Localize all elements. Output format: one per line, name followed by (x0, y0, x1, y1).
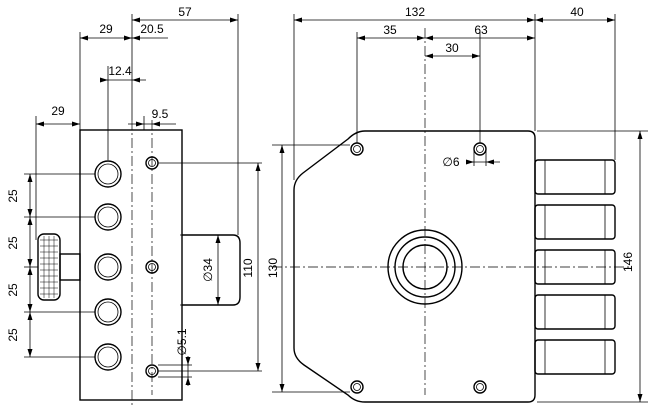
dim-25-c: 25 (6, 283, 20, 297)
dim-57: 57 (178, 5, 192, 19)
mounting-holes (350, 142, 487, 394)
cylinder-housing (182, 234, 241, 306)
dim-dia-6: ∅6 (442, 155, 459, 169)
dim-146: 146 (621, 252, 635, 272)
front-dimension-lines (279, 17, 643, 402)
dim-132: 132 (405, 5, 425, 19)
knurled-knob (37, 233, 81, 301)
side-dimension-lines (27, 17, 261, 386)
dim-25-d: 25 (6, 328, 20, 342)
screw-holes (145, 156, 159, 378)
dim-20-5: 20.5 (140, 22, 164, 36)
lock-case (293, 130, 536, 403)
lock-bolts (534, 159, 616, 375)
dim-110: 110 (241, 258, 255, 277)
cylinder-holes (94, 160, 122, 371)
side-view: 29 20.5 57 12.4 29 9.5 25 25 25 25 ∅34 ∅… (6, 5, 262, 405)
dim-35: 35 (383, 23, 397, 37)
dim-dia-5-1: ∅5.1 (175, 328, 189, 355)
dim-12-4: 12.4 (108, 64, 132, 78)
dim-40: 40 (570, 5, 584, 19)
dim-30: 30 (445, 41, 459, 55)
front-extension-lines (272, 14, 648, 403)
dim-130: 130 (266, 258, 280, 278)
dim-25-a: 25 (6, 189, 20, 203)
dim-25-b: 25 (6, 236, 20, 250)
dim-9-5: 9.5 (152, 107, 169, 121)
dim-dia-34: ∅34 (201, 258, 215, 282)
dim-63: 63 (474, 23, 488, 37)
dim-29-knob: 29 (51, 104, 65, 118)
dim-29-top: 29 (99, 22, 113, 36)
cylinder-boss (387, 229, 463, 305)
side-extension-lines (24, 14, 262, 372)
front-view: 132 40 35 63 30 ∅6 130 146 (266, 5, 648, 403)
